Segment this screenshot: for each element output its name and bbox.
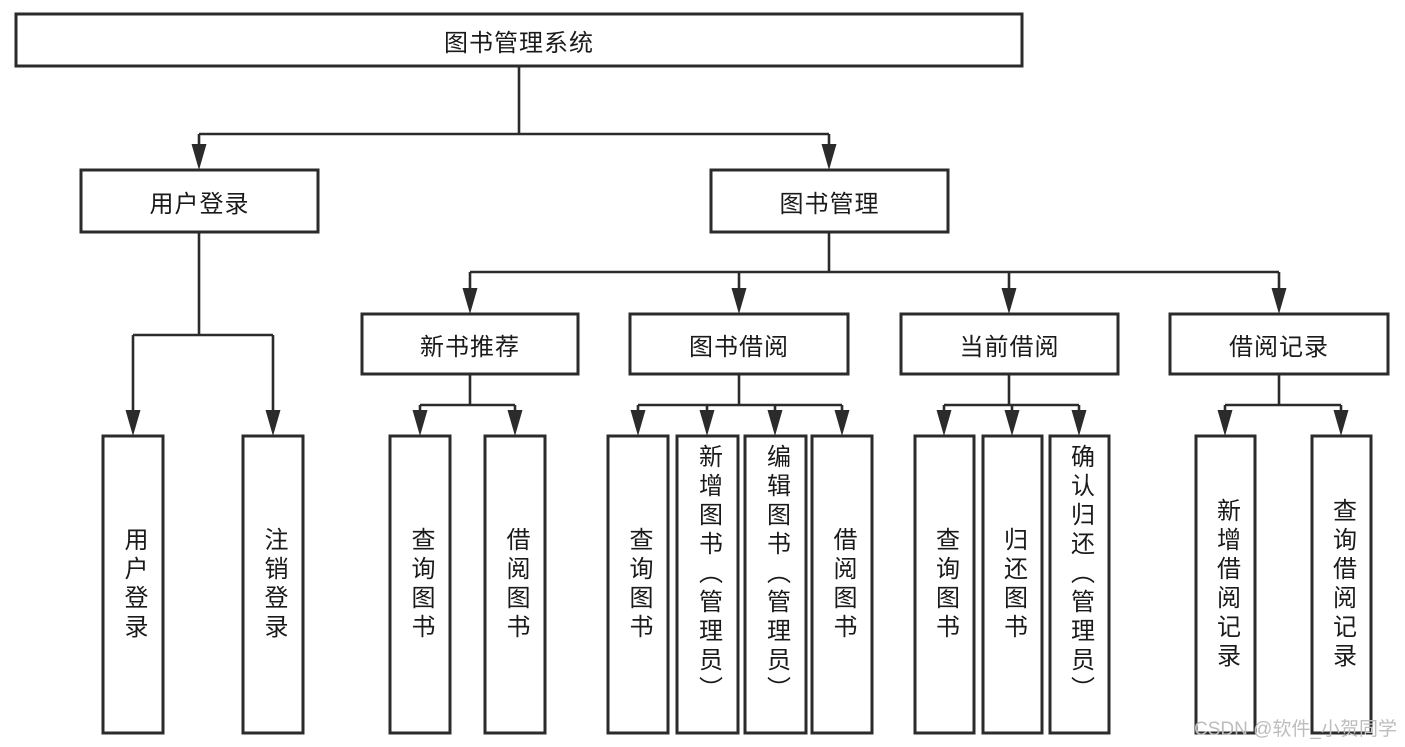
node-box-leaf-return-book[interactable] (981, 434, 1044, 735)
node-box-current-borrow[interactable] (899, 312, 1120, 376)
node-box-new-book-recommend[interactable] (360, 312, 580, 376)
connectors-layer (125, 66, 1349, 436)
node-boxes-layer (14, 12, 1390, 735)
connector-root (191, 66, 837, 170)
watermark-label: CSDN @软件_小贺同学 (1194, 719, 1397, 740)
node-box-leaf-edit-book-admin[interactable] (743, 434, 808, 735)
node-box-book-manage[interactable] (709, 168, 950, 234)
connector-borrow-record (1217, 374, 1349, 436)
connector-current-borrow (936, 374, 1087, 436)
connector-book-borrow (630, 374, 850, 436)
node-box-leaf-borrow-book[interactable] (810, 434, 874, 735)
node-box-root[interactable] (14, 12, 1024, 68)
connector-new-book-recommend (412, 374, 523, 436)
node-box-leaf-query-book-current[interactable] (913, 434, 976, 735)
node-box-leaf-add-book-admin[interactable] (675, 434, 740, 735)
node-box-leaf-user-login[interactable] (101, 434, 165, 735)
node-box-borrow-record[interactable] (1168, 312, 1390, 376)
node-box-leaf-query-book-recommend[interactable] (388, 434, 452, 735)
node-box-leaf-confirm-return-admin[interactable] (1048, 434, 1111, 735)
node-box-leaf-query-borrow-record[interactable] (1310, 434, 1373, 735)
connector-book-manage (462, 232, 1287, 314)
connector-user-login (125, 232, 281, 436)
node-box-leaf-user-logout[interactable] (241, 434, 305, 735)
node-box-book-borrow[interactable] (628, 312, 850, 376)
node-box-leaf-query-book-borrow[interactable] (606, 434, 670, 735)
node-box-user-login[interactable] (79, 168, 320, 234)
node-box-leaf-add-borrow-record[interactable] (1194, 434, 1257, 735)
node-box-leaf-borrow-book-recommend[interactable] (483, 434, 547, 735)
